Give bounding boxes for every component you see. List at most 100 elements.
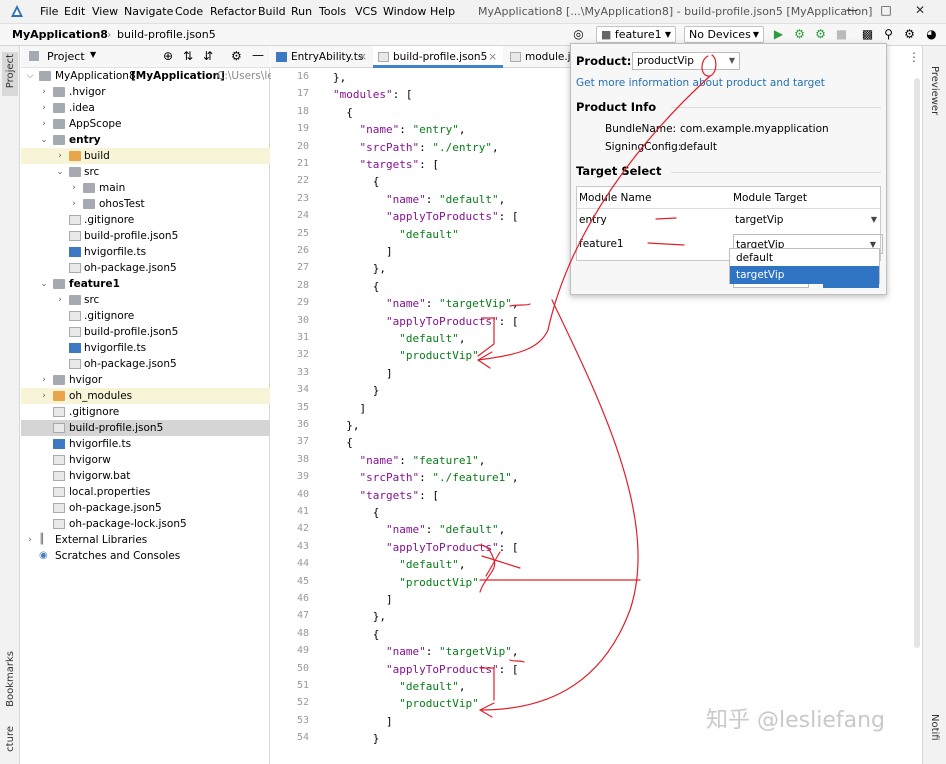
tree-item-selected[interactable]: build-profile.json5 <box>21 420 270 436</box>
tree-item[interactable]: hvigorfile.ts <box>21 340 270 356</box>
tree-item[interactable]: ⌄feature1 <box>40 278 120 290</box>
settings-icon[interactable]: ⚙ <box>904 27 915 41</box>
watermark: 知乎 @lesliefang <box>706 708 885 733</box>
tree-item[interactable]: oh-package.json5 <box>21 260 270 276</box>
project-tool-button[interactable] <box>2 52 18 96</box>
bookmarks-tool-label[interactable]: Bookmarks <box>5 651 16 707</box>
tree-item-label: feature1 <box>69 278 120 290</box>
tree-item[interactable]: .gitignore <box>21 404 270 420</box>
vertical-scrollbar[interactable] <box>914 78 920 648</box>
line-number: 40 <box>296 488 309 500</box>
tab-build-profile[interactable]: build-profile.json5 × <box>373 46 503 68</box>
module-select[interactable]: ■ feature1 ▼ <box>596 26 676 43</box>
signing-config-value: default <box>680 141 717 153</box>
debug-icon[interactable]: ⚙ <box>794 27 805 41</box>
menu-file[interactable]: File <box>40 5 59 18</box>
tree-item[interactable]: local.properties <box>21 484 270 500</box>
hide-icon[interactable]: — <box>252 48 264 62</box>
tab-entry-ability[interactable]: EntryAbility.ts × <box>271 46 371 68</box>
structure-tool-label[interactable]: cture <box>5 726 16 752</box>
target-icon[interactable]: ◎ <box>573 27 584 41</box>
tree-item[interactable]: oh-package.json5 <box>21 356 270 372</box>
tree-item[interactable]: ⌄src <box>56 166 100 178</box>
tree-item[interactable]: oh-package-lock.json5 <box>21 516 270 532</box>
tree-item[interactable]: ›build <box>21 148 270 164</box>
menu-window[interactable]: Window <box>383 5 427 18</box>
tree-item[interactable]: oh-package.json5 <box>21 500 270 516</box>
menu-code[interactable]: Code <box>175 5 204 18</box>
device-manager-icon[interactable]: ▩ <box>861 27 874 41</box>
breadcrumb-project[interactable]: MyApplication8 <box>12 28 108 41</box>
menu-view[interactable]: View <box>92 5 119 18</box>
maximize-icon[interactable]: □ <box>880 3 892 17</box>
notifications-tool-label[interactable]: Notifi <box>929 714 940 741</box>
tree-item[interactable]: build-profile.json5 <box>21 228 270 244</box>
minimize-icon[interactable]: — <box>846 3 858 17</box>
menu-tools[interactable]: Tools <box>319 5 347 18</box>
dropdown-option[interactable]: default <box>736 252 773 264</box>
file-icon <box>53 471 65 481</box>
gear-icon[interactable]: ⚙ <box>231 49 242 63</box>
close-icon[interactable]: ✕ <box>914 3 926 17</box>
profile-icon[interactable]: ⚙ <box>815 27 826 41</box>
tree-item[interactable]: hvigorfile.ts <box>21 244 270 260</box>
tree-item[interactable]: hvigorfile.ts <box>21 436 270 452</box>
tree-item[interactable]: ›ohosTest <box>72 198 145 210</box>
search-icon[interactable]: ⚲ <box>884 27 893 41</box>
info-link[interactable]: Get more information about product and t… <box>576 77 825 89</box>
expand-all-icon[interactable]: ⇅ <box>183 49 194 63</box>
project-panel-title[interactable]: Project <box>47 50 85 63</box>
run-icon[interactable]: ▶ <box>773 27 784 41</box>
signing-config-label: SigningConfig: <box>605 141 682 153</box>
tree-item[interactable]: build-profile.json5 <box>21 324 270 340</box>
tab-module-json[interactable]: module.json <box>505 46 589 68</box>
device-select[interactable]: No Devices ▼ <box>684 26 764 43</box>
tree-item[interactable]: .gitignore <box>21 308 270 324</box>
menu-vcs[interactable]: VCS <box>355 5 378 18</box>
tree-item[interactable]: ›.hvigor <box>42 86 106 98</box>
sdk-icon[interactable]: ◕ <box>926 27 937 41</box>
line-number: 23 <box>296 192 309 204</box>
menu-run[interactable]: Run <box>291 5 313 18</box>
menu-navigate[interactable]: Navigate <box>124 5 174 18</box>
project-tool-label[interactable]: Project <box>5 54 16 89</box>
chevron-down-icon[interactable]: ⌵ <box>26 71 34 81</box>
tree-item[interactable]: ›.idea <box>42 102 95 114</box>
tree-item-root[interactable]: ⌵ MyApplication8 [MyApplication] C:\User… <box>21 68 280 84</box>
tree-item-label: Scratches and Consoles <box>55 550 181 562</box>
chevron-down-icon[interactable]: ▼ <box>90 50 97 59</box>
folder-icon <box>53 119 65 129</box>
tree-item[interactable]: ›main <box>72 182 126 194</box>
tree-item[interactable]: ›AppScope <box>42 118 122 130</box>
tree-item[interactable]: ›hvigor <box>42 374 103 386</box>
tree-item-label: local.properties <box>69 486 151 498</box>
close-icon[interactable]: × <box>488 51 497 63</box>
tree-item[interactable]: ›║External Libraries <box>28 534 148 546</box>
code-line: } <box>333 384 380 398</box>
dropdown-option-selected[interactable]: targetVip <box>730 266 879 284</box>
line-number: 54 <box>296 732 309 744</box>
stop-icon[interactable]: ■ <box>835 27 848 41</box>
line-number: 39 <box>296 471 309 483</box>
tree-item[interactable]: ›oh_modules <box>21 388 270 404</box>
tree-item[interactable]: ›src <box>58 294 100 306</box>
menu-help[interactable]: Help <box>430 5 456 18</box>
tree-item[interactable]: hvigorw <box>21 452 270 468</box>
tree-item[interactable]: ◉Scratches and Consoles <box>21 548 270 564</box>
breadcrumb-file[interactable]: build-profile.json5 <box>117 28 216 41</box>
tree-item-path: C:\Users\les <box>217 70 280 82</box>
menu-build[interactable]: Build <box>258 5 286 18</box>
close-icon[interactable]: × <box>358 51 367 63</box>
locate-icon[interactable]: ⊕ <box>163 49 174 63</box>
tree-item[interactable]: hvigorw.bat <box>21 468 270 484</box>
more-icon[interactable]: ⋮ <box>908 50 920 64</box>
menu-refactor[interactable]: Refactor <box>210 5 257 18</box>
tree-item[interactable]: .gitignore <box>21 212 270 228</box>
tree-item[interactable]: ⌄entry <box>40 134 101 146</box>
menu-edit[interactable]: Edit <box>64 5 86 18</box>
tree-item-label: build <box>84 150 110 162</box>
collapse-all-icon[interactable]: ⇵ <box>203 49 214 63</box>
product-select[interactable]: productVip ▼ <box>632 52 740 70</box>
module-target-select[interactable]: targetVip ▼ <box>733 210 883 230</box>
previewer-tool-label[interactable]: Previewer <box>929 66 940 116</box>
